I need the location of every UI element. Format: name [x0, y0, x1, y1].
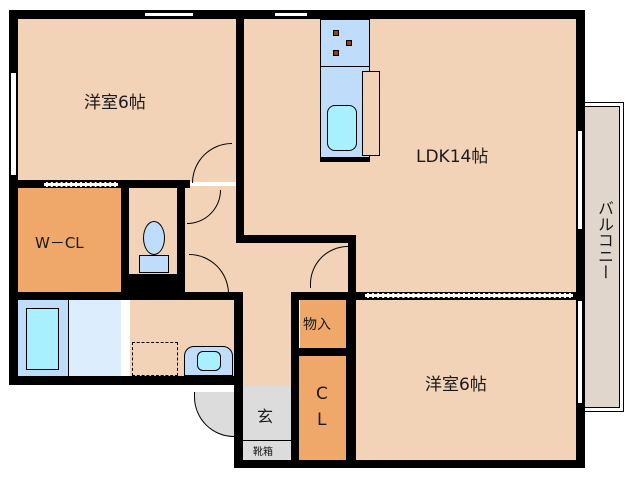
kitchen-counter — [320, 66, 370, 162]
burner-icon — [346, 40, 352, 46]
ldk-label: LDK14帖 — [416, 147, 489, 167]
wall-middle-vertical — [236, 10, 244, 242]
entrance-label: 玄 — [257, 407, 274, 426]
storage-label: 物入 — [303, 317, 331, 333]
wall-toilet-bottom — [121, 274, 183, 296]
wall-ldk-hall-v — [348, 235, 356, 295]
western-room-top — [18, 18, 236, 182]
walk-in-closet-label: W－CL — [35, 234, 84, 252]
wall-right — [576, 10, 585, 468]
window-wcl — [43, 182, 119, 187]
window-top-ldk — [274, 12, 308, 17]
basin-bowl-icon — [197, 351, 221, 371]
window-top-left — [144, 12, 194, 17]
wall-wash-right — [234, 292, 243, 384]
washing-machine-space-icon — [132, 342, 178, 376]
toilet-tank-icon — [139, 255, 169, 273]
shoe-box-label: 靴箱 — [253, 447, 273, 458]
kitchen-backsplash — [362, 71, 380, 156]
western-room-top-label: 洋室6帖 — [84, 93, 146, 113]
hallway-lower — [243, 290, 293, 390]
wall-closet-right — [346, 292, 356, 468]
kitchen-stove — [320, 19, 370, 67]
western-room-bottom-label: 洋室6帖 — [425, 375, 487, 395]
wall-bottom — [234, 460, 585, 468]
closet — [298, 356, 346, 460]
walk-in-closet — [18, 188, 121, 292]
bathtub-icon — [26, 308, 59, 370]
storage-closet — [300, 300, 346, 348]
entrance-door[interactable] — [194, 392, 234, 437]
wall-wcl-right — [121, 180, 129, 300]
sliding-door-bedroom-top — [364, 293, 574, 298]
western-room-bottom — [356, 300, 576, 460]
wall-toilet-right — [177, 185, 185, 295]
balcony — [576, 102, 624, 412]
wall-storage-bottom — [291, 348, 356, 356]
wall-top-left — [9, 10, 243, 19]
wash-basin-icon — [184, 346, 233, 376]
wall-ldk-hall — [236, 235, 356, 243]
shoe-box — [243, 440, 291, 460]
closet-label-line1: C — [316, 384, 328, 404]
wall-bath-bottom — [9, 376, 243, 385]
wall-closet-left — [291, 292, 299, 468]
burner-icon — [333, 30, 339, 36]
balcony-label: バルコニー — [595, 200, 614, 280]
wall-bath-top — [9, 292, 243, 300]
kitchen-sink-icon — [327, 105, 357, 151]
closet-label-line2: L — [317, 410, 327, 430]
window-ldk-right — [577, 130, 583, 230]
wall-entrance-left — [234, 384, 243, 468]
window-left — [10, 72, 17, 176]
burner-icon — [333, 50, 339, 56]
toilet-bowl-icon — [143, 221, 165, 255]
wall-top-right — [236, 10, 585, 19]
wall-left — [9, 10, 18, 384]
window-bedroom-right — [577, 300, 583, 404]
